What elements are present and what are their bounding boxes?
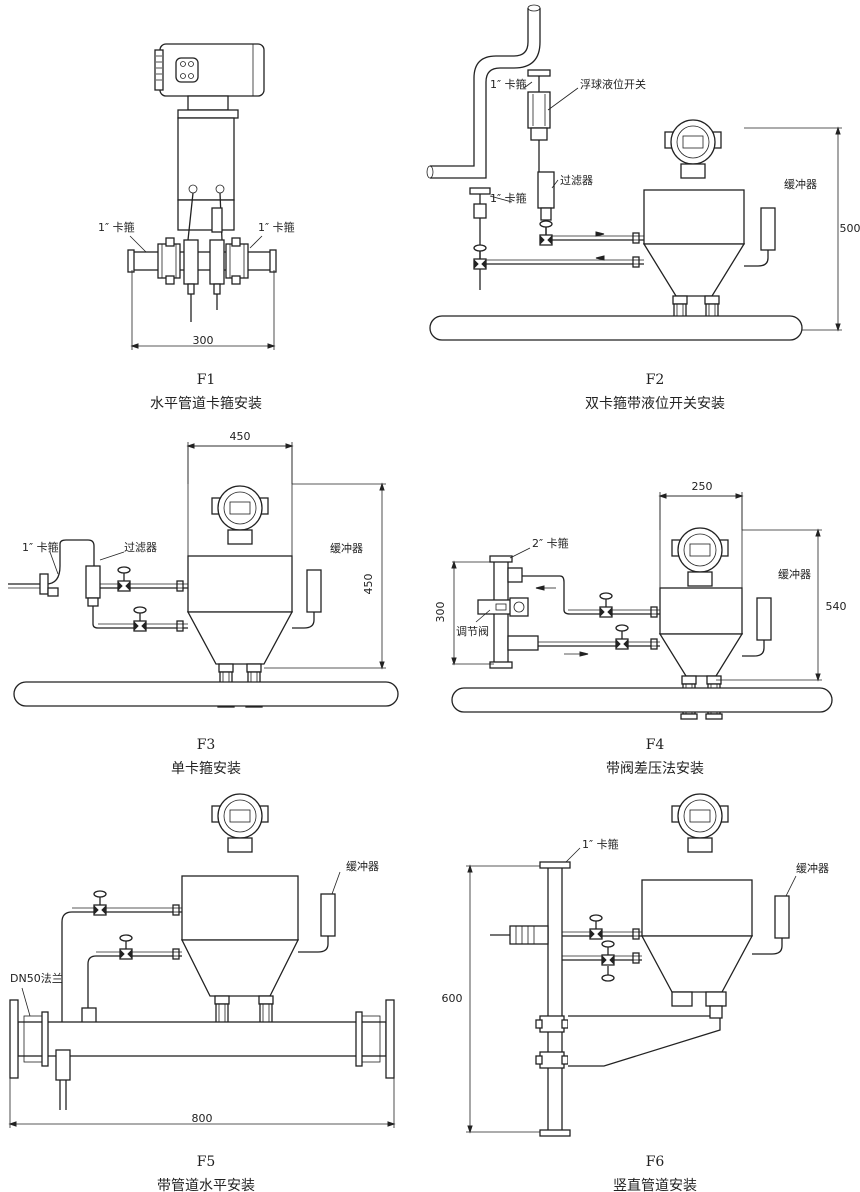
f4-dim-pipe: 300	[434, 602, 447, 623]
f1-clamp-right-label: 1″ 卡箍	[258, 220, 295, 234]
f3-caption: 单卡箍安装	[171, 760, 241, 777]
f2-switch-label: 浮球液位开关	[580, 77, 646, 91]
f1-dim-width: 300	[193, 334, 214, 347]
f3-clamp-label: 1″ 卡箍	[22, 540, 59, 554]
f2-filter-label: 过滤器	[560, 174, 593, 187]
f6-buffer-label: 缓冲器	[796, 861, 829, 875]
f3-dim-height: 450	[362, 574, 375, 595]
f2-clamp-top-label: 1″ 卡箍	[490, 77, 527, 91]
f6-id: F6	[646, 1154, 665, 1170]
f4-clamp-label: 2″ 卡箍	[532, 536, 569, 550]
f6-caption: 竖直管道安装	[613, 1177, 697, 1192]
f2-id: F2	[646, 372, 665, 388]
f5-caption: 带管道水平安装	[157, 1178, 255, 1192]
f4-id: F4	[646, 737, 665, 753]
figure-f5	[8, 793, 396, 1128]
f1-clamp-left-label: 1″ 卡箍	[98, 220, 135, 234]
figure-f2	[426, 4, 842, 341]
f3-filter-label: 过滤器	[124, 541, 157, 554]
f2-caption: 双卡箍带液位开关安装	[585, 395, 725, 412]
figure-f1	[127, 43, 277, 350]
f6-clamp-label: 1″ 卡箍	[582, 837, 619, 851]
f1-caption: 水平管道卡箍安装	[150, 395, 262, 412]
f3-id: F3	[197, 737, 216, 753]
f4-valve-label: 调节阀	[456, 624, 489, 638]
f4-caption: 带阀差压法安装	[606, 761, 704, 777]
f2-buffer-label: 缓冲器	[784, 177, 817, 191]
f5-dim-width: 800	[192, 1112, 213, 1125]
f2-dim-height: 500	[840, 222, 860, 235]
f1-id: F1	[197, 372, 216, 388]
f5-id: F5	[197, 1154, 216, 1170]
figure-f3	[8, 442, 399, 708]
figure-f4	[451, 492, 833, 720]
f3-buffer-label: 缓冲器	[330, 541, 363, 555]
f4-dim-height: 540	[826, 600, 847, 613]
figure-f6	[466, 793, 797, 1137]
f3-dim-width: 450	[230, 430, 251, 443]
f4-dim-width: 250	[692, 480, 713, 493]
f5-flange-label: DN50法兰	[10, 971, 63, 985]
f4-buffer-label: 缓冲器	[778, 567, 811, 581]
f2-clamp-bottom-label: 1″ 卡箍	[490, 191, 527, 205]
f5-buffer-label: 缓冲器	[346, 859, 379, 873]
f6-dim-height: 600	[442, 992, 463, 1005]
